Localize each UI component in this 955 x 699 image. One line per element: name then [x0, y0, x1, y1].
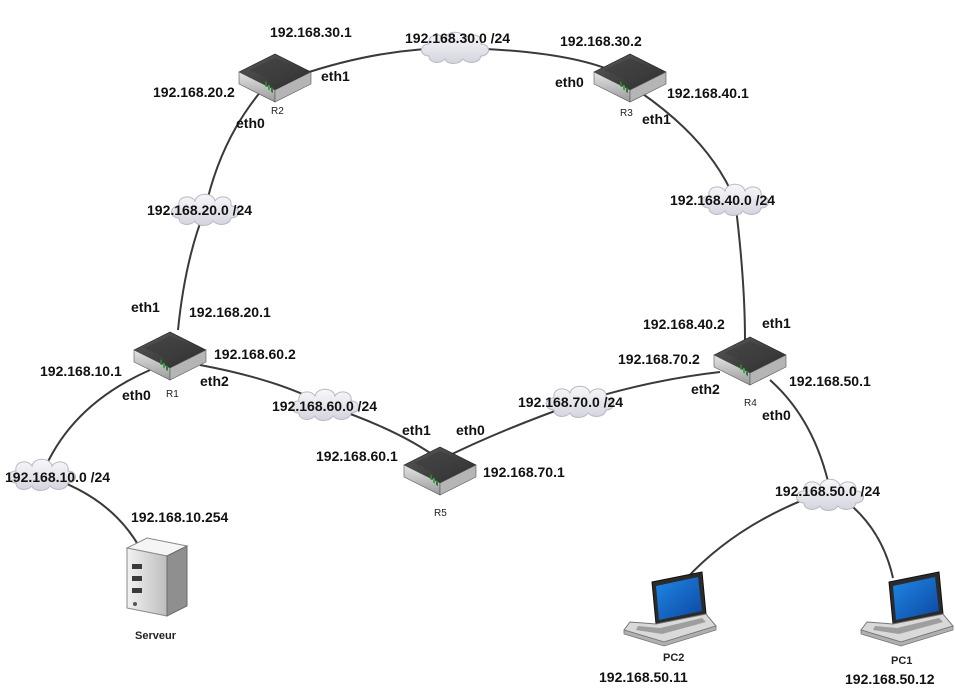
- interface-label: eth1: [402, 422, 431, 438]
- interface-label: eth1: [131, 299, 160, 315]
- interface-label: eth1: [642, 111, 671, 127]
- laptop-icon: [623, 571, 717, 647]
- router-ip-label: 192.168.10.1: [40, 363, 122, 379]
- host-ip-label: 192.168.50.11: [599, 669, 688, 685]
- interface-label: eth1: [321, 68, 350, 84]
- router-name: R2: [271, 106, 284, 117]
- host-name: PC2: [663, 652, 685, 664]
- interface-label: eth2: [200, 373, 229, 389]
- link-r4-n50: [769, 379, 831, 491]
- router-ip-label: 192.168.20.2: [153, 84, 235, 100]
- router-ip-label: 192.168.30.2: [560, 33, 642, 49]
- router-ip-label: 192.168.60.2: [214, 346, 296, 362]
- router-ip-label: 192.168.40.1: [667, 85, 749, 101]
- host-ip-label: 192.168.50.12: [845, 671, 935, 687]
- server-icon: [125, 537, 189, 617]
- host-name: PC1: [891, 655, 913, 667]
- network-label: 192.168.50.0 /24: [775, 483, 881, 499]
- link-r3-n40: [639, 91, 736, 201]
- router-ip-label: 192.168.50.1: [789, 373, 871, 389]
- network-label: 192.168.40.0 /24: [670, 192, 776, 208]
- router-icon: [593, 53, 667, 103]
- router-icon: [713, 336, 787, 386]
- interface-label: eth1: [762, 315, 791, 331]
- router-ip-label: 192.168.60.1: [316, 448, 398, 464]
- network-label: 192.168.20.0 /24: [147, 202, 253, 218]
- router-icon: [403, 446, 477, 496]
- router-ip-label: 192.168.40.2: [643, 316, 725, 332]
- network-label: 192.168.30.0 /24: [405, 30, 511, 46]
- network-label: 192.168.60.0 /24: [272, 398, 378, 414]
- laptop-icon: [860, 571, 954, 647]
- router-name: R5: [434, 508, 447, 519]
- interface-label: eth0: [762, 407, 791, 423]
- network-label: 192.168.10.0 /24: [5, 469, 111, 485]
- router-name: R1: [166, 389, 179, 400]
- links: [41, 47, 894, 581]
- router-name: R4: [744, 398, 757, 409]
- link-r1-n10: [41, 369, 151, 476]
- router-name: R3: [620, 108, 633, 119]
- network-label: 192.168.70.0 /24: [518, 394, 624, 410]
- router-ip-label: 192.168.70.2: [618, 351, 700, 367]
- router-ip-label: 192.168.30.1: [270, 24, 352, 40]
- router-ip-label: 192.168.70.1: [483, 464, 565, 480]
- link-n20-r2: [204, 89, 263, 211]
- link-n40-r4: [734, 199, 746, 341]
- host-ip-label: 192.168.10.254: [131, 509, 229, 525]
- interface-label: eth0: [555, 74, 584, 90]
- interface-label: eth0: [122, 387, 151, 403]
- router-icon: [238, 53, 312, 103]
- host-name: Serveur: [135, 630, 176, 642]
- interface-label: eth0: [236, 115, 265, 131]
- interface-label: eth2: [691, 381, 720, 397]
- interface-label: eth0: [456, 422, 485, 438]
- router-ip-label: 192.168.20.1: [189, 304, 271, 320]
